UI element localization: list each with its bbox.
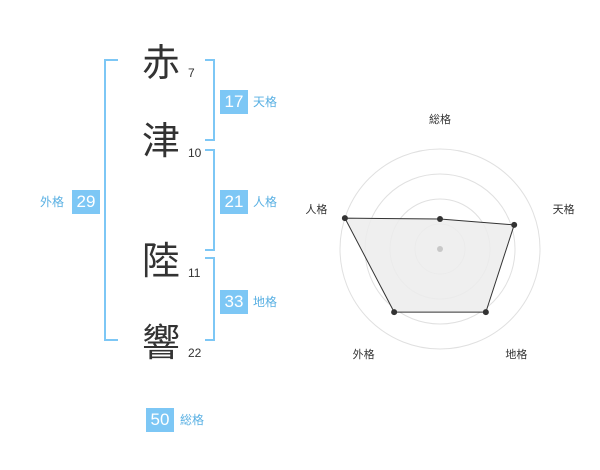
radar-axis-label-4: 人格 (305, 202, 327, 216)
jinkaku-value: 21 (220, 190, 248, 214)
stroke-count-1: 7 (188, 66, 195, 80)
name-char-1: 赤 (141, 41, 180, 85)
radar-point-3 (391, 309, 398, 316)
radar-ring-4 (339, 148, 541, 350)
radar-point-0 (437, 216, 443, 222)
chikaku-value: 33 (220, 290, 248, 314)
chikaku-bracket (205, 257, 215, 341)
chikaku-label: 地格 (253, 295, 278, 309)
name-char-2: 津 (141, 119, 180, 163)
tenkaku-bracket (205, 59, 215, 141)
stroke-count-2: 10 (188, 146, 202, 160)
jinkaku-bracket (205, 149, 215, 251)
radar-point-4 (341, 215, 348, 222)
radar-point-2 (482, 309, 489, 316)
soukaku-label: 総格 (180, 413, 205, 427)
radar-axis-label-3: 外格 (353, 347, 375, 361)
stroke-count-3: 11 (188, 266, 201, 280)
radar-axis-label-2: 地格 (505, 347, 527, 361)
tenkaku-label: 天格 (253, 95, 278, 109)
radar-points (341, 215, 518, 316)
name-char-4: 響 (141, 321, 180, 365)
jinkaku-label: 人格 (253, 195, 278, 209)
radar-point-1 (511, 221, 518, 228)
name-char-3: 陸 (141, 239, 180, 283)
radar-axis-label-1: 天格 (553, 202, 575, 216)
gaikaku-label: 外格 (40, 195, 65, 209)
gaikaku-bracket (104, 59, 118, 341)
gaikaku-value: 29 (72, 190, 100, 214)
radar-center-dot (437, 246, 443, 252)
tenkaku-value: 17 (220, 90, 248, 114)
radar-axis-label-0: 総格 (429, 112, 451, 126)
soukaku-value: 50 (146, 408, 174, 432)
radar-shape (344, 217, 515, 313)
stroke-count-4: 22 (188, 346, 202, 360)
